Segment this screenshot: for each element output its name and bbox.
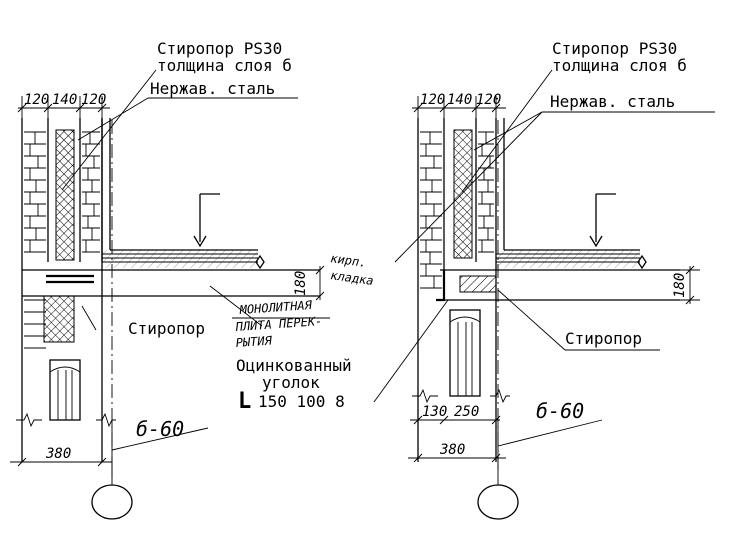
right-steel-angle	[436, 270, 446, 302]
right-dim-top-3: 120	[476, 92, 501, 108]
right-slab-dimension	[660, 265, 700, 305]
right-styrofoam-block	[459, 275, 497, 293]
left-insulation-label-1: Стиропор PS30	[157, 39, 282, 58]
left-window-frame	[49, 359, 81, 421]
right-dim-mid-2: 250	[454, 404, 479, 420]
brick-label-1: кирп.	[330, 251, 368, 270]
right-axis-marker	[477, 484, 519, 520]
right-top-dimension	[412, 96, 506, 118]
brick-label-2: кладка	[330, 268, 375, 288]
slab-label-1: МОНОЛИТНАЯ	[238, 298, 313, 317]
left-dim-bottom: 380	[45, 446, 71, 462]
angle-symbol: L	[238, 389, 251, 414]
left-insulation-label-2: толщина слоя б	[157, 56, 292, 75]
angle-label-3: 150 100 8	[258, 392, 345, 411]
right-dim-bottom: 380	[439, 442, 465, 458]
right-insulation-label-2: толщина слоя б	[552, 56, 687, 75]
right-dim-top-2: 140	[447, 92, 472, 108]
right-bottom-dimension	[408, 453, 506, 463]
right-window-frame	[449, 309, 481, 397]
left-level-label: б-60	[136, 417, 184, 441]
right-level-label: б-60	[536, 399, 584, 423]
left-axis-marker	[91, 484, 133, 520]
angle-label-2: уголок	[262, 373, 320, 392]
right-styrofoam-label: Стиропор	[565, 329, 642, 348]
right-dim-top-1: 120	[420, 92, 445, 108]
right-mid-dimension	[410, 415, 501, 425]
slab-label-2: ПЛИТА ПЕРЕК-	[234, 314, 322, 334]
right-dim-mid-1: 130	[422, 404, 447, 420]
right-dim-slab: 180	[672, 273, 688, 298]
right-detail	[373, 69, 715, 520]
right-floor-slab	[440, 250, 680, 301]
left-steel-label: Нержав. сталь	[150, 79, 275, 98]
angle-label-1: Оцинкованный	[236, 356, 352, 375]
right-steel-label: Нержав. сталь	[550, 92, 675, 111]
left-dim-top-3: 120	[81, 92, 106, 108]
left-detail	[10, 69, 330, 520]
left-dim-top-2: 140	[52, 92, 77, 108]
left-inner-brick-leaf	[79, 118, 103, 262]
left-dim-slab: 180	[293, 271, 309, 296]
left-dim-top-1: 120	[24, 92, 49, 108]
left-floor-slab	[22, 250, 320, 297]
left-top-dimension	[17, 96, 110, 118]
right-insulation-label-1: Стиропор PS30	[552, 39, 677, 58]
left-outer-brick-leaf	[21, 118, 49, 462]
left-slab-dimension	[315, 265, 325, 301]
left-styrofoam-label: Стиропор	[128, 319, 205, 338]
left-bottom-dimension	[10, 457, 113, 478]
slab-label-3: РЫТИЯ	[235, 333, 273, 350]
